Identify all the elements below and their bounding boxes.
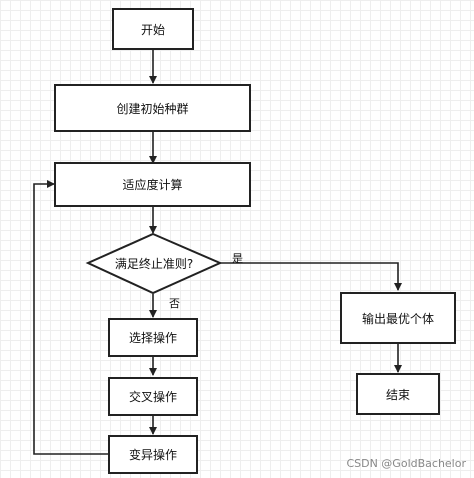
fitness-label: 适应度计算 — [122, 178, 183, 192]
end-node: 结束 — [356, 373, 440, 415]
fitness-node: 适应度计算 — [54, 162, 251, 207]
selection-node: 选择操作 — [108, 318, 198, 357]
selection-label: 选择操作 — [128, 331, 177, 345]
watermark: CSDN @GoldBachelor — [346, 457, 466, 470]
output-best-node: 输出最优个体 — [340, 292, 456, 344]
start-node-label: 开始 — [140, 22, 165, 37]
crossover-node: 交叉操作 — [108, 377, 198, 416]
decision-diamond — [85, 232, 223, 295]
init-population-node: 创建初始种群 — [54, 84, 251, 132]
arrow-condition-to-output — [220, 262, 402, 291]
decision-label: 满足终止准则? — [114, 256, 194, 271]
init-population-label: 创建初始种群 — [116, 101, 189, 116]
crossover-label: 交叉操作 — [128, 390, 177, 404]
mutation-label: 变异操作 — [128, 448, 177, 462]
output-best-label: 输出最优个体 — [361, 311, 434, 326]
start-node: 开始 — [112, 8, 194, 50]
mutation-node: 变异操作 — [108, 435, 198, 474]
yes-label: 是 — [232, 252, 243, 265]
no-label: 否 — [169, 297, 180, 310]
arrow-mutation-loop-to-fitness — [33, 180, 108, 455]
end-label: 结束 — [385, 387, 410, 402]
